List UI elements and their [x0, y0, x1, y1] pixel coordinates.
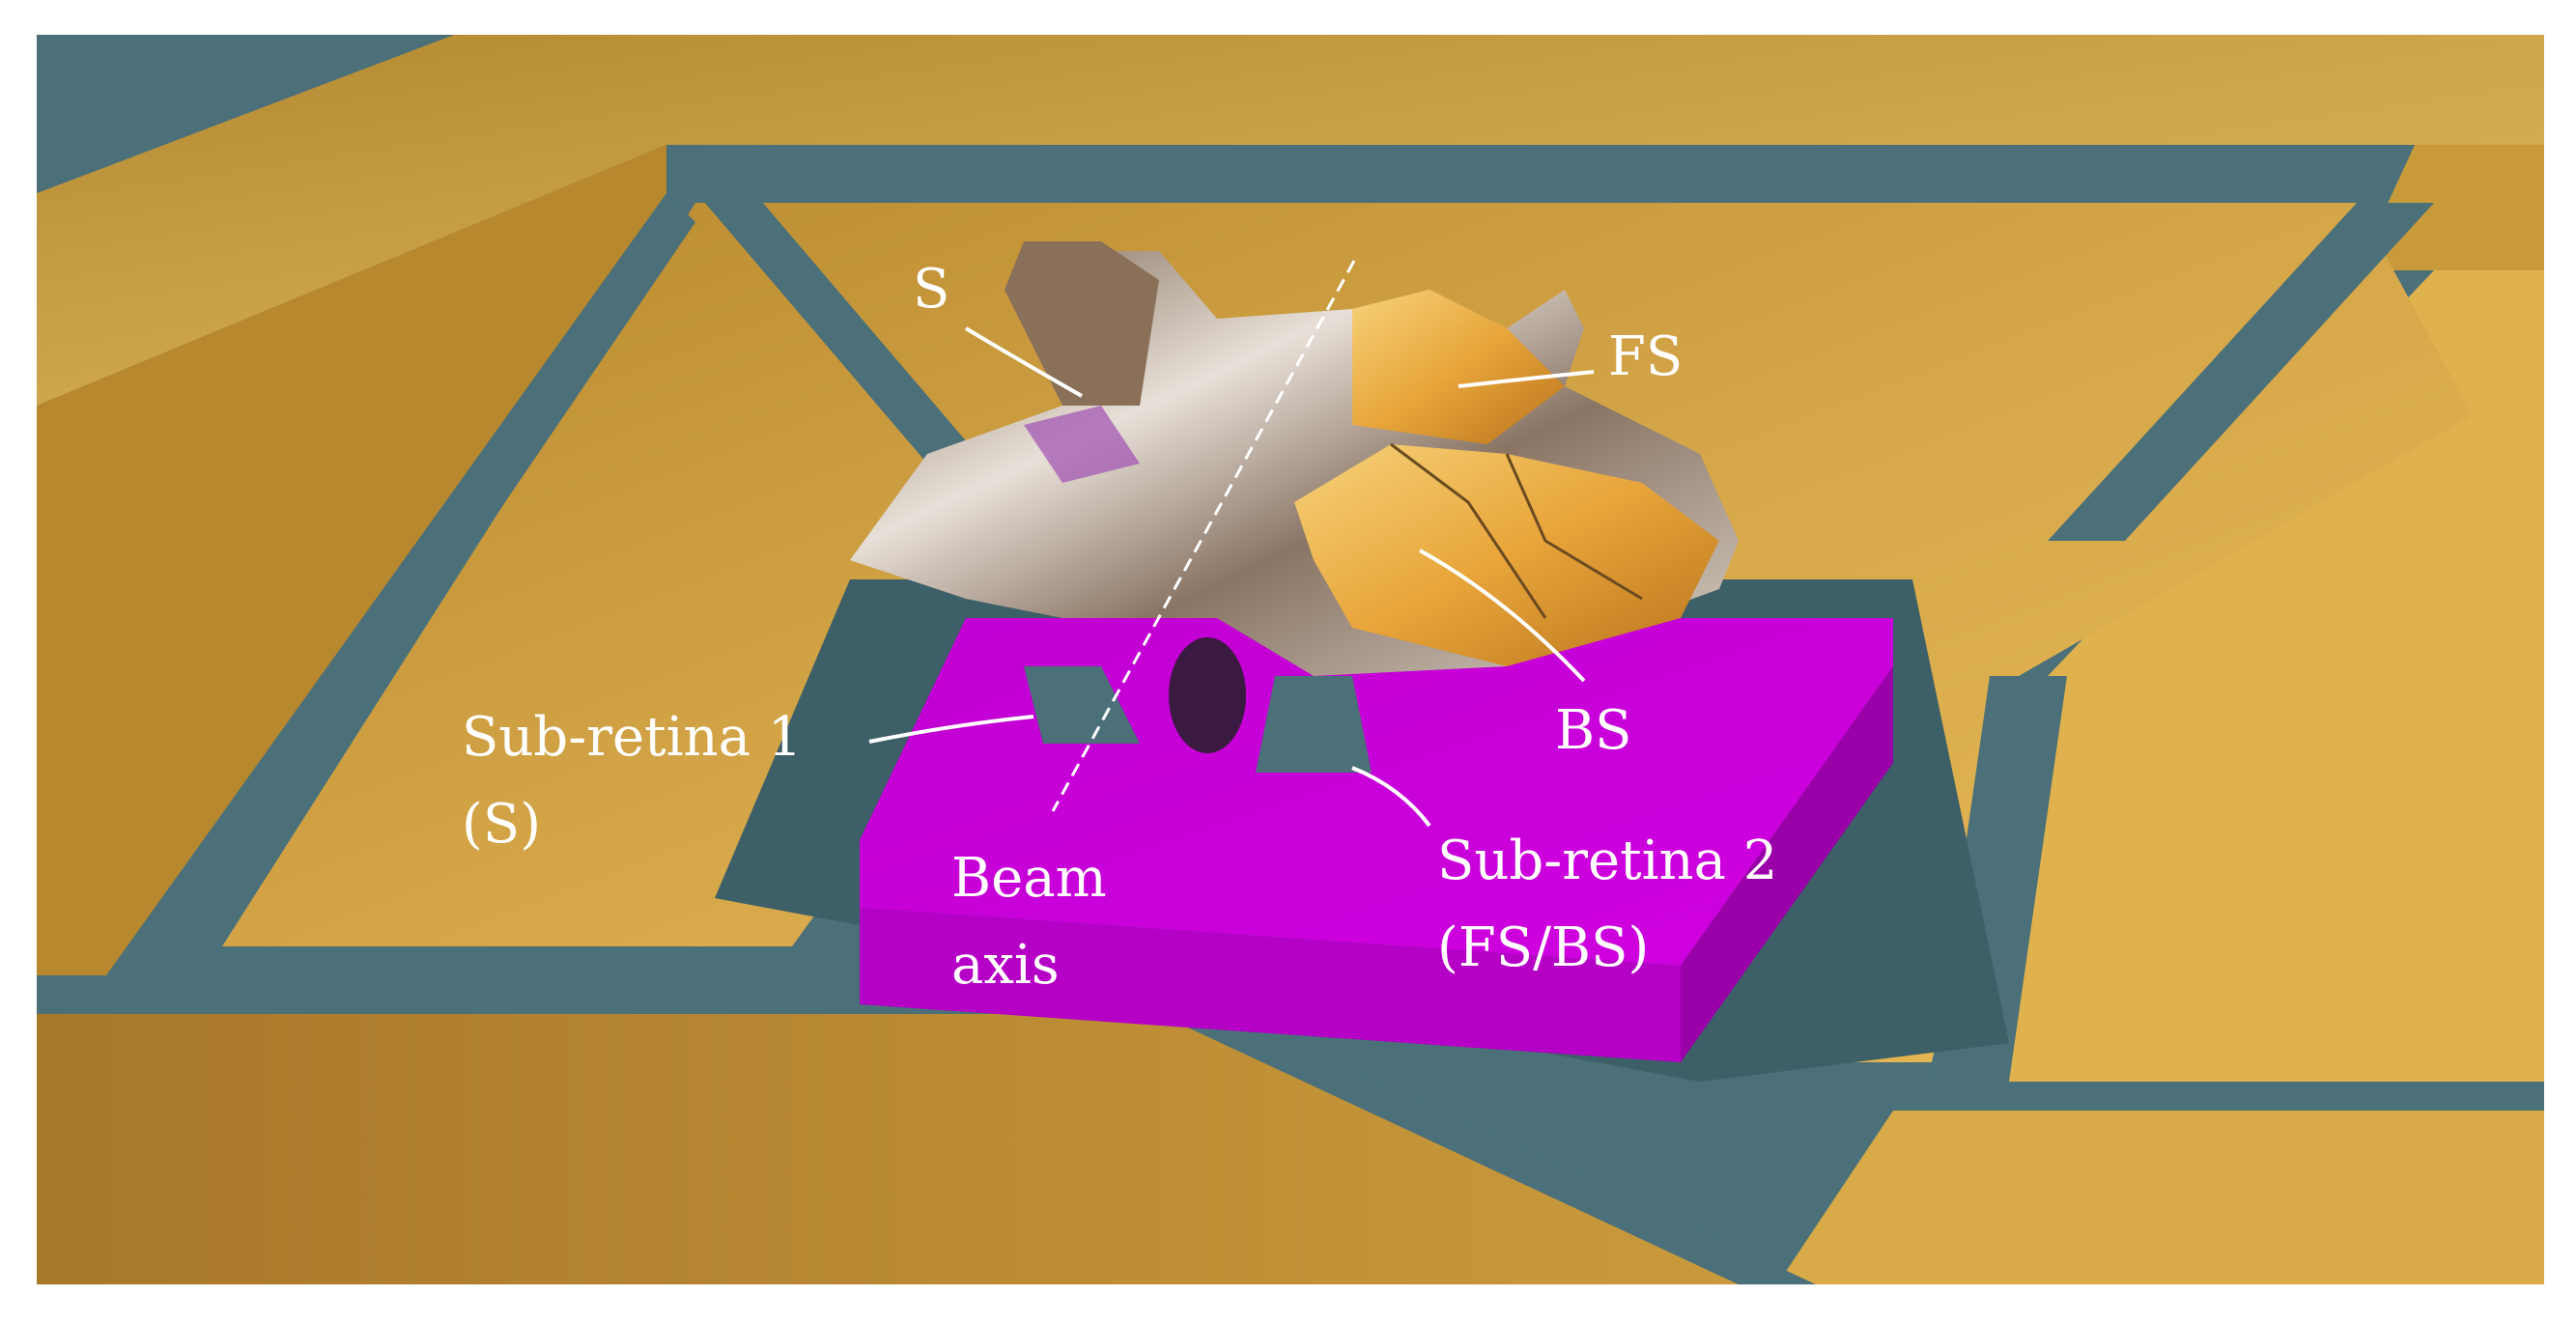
outer-gold-band-top [37, 35, 2544, 406]
sub-retina-1-slot [1024, 666, 1140, 744]
label-s: S [913, 258, 949, 321]
label-sub-retina-2-note: (FS/BS) [1437, 916, 1649, 979]
bs-facet-line [1390, 442, 1547, 619]
label-sub-retina-1: Sub-retina 1 [462, 706, 802, 769]
purple-reflection [1024, 406, 1140, 483]
s-element [1005, 241, 1159, 406]
label-sub-retina-1-note: (S) [462, 793, 541, 856]
bs-facet-line-2 [1505, 453, 1643, 601]
trench-diagonal-right [2048, 203, 2434, 541]
leader-bs [1419, 549, 1586, 683]
outer-gold-right [1990, 270, 2544, 1082]
trench-bottom-edge [1159, 1014, 1816, 1284]
trench-diagonal-left [676, 169, 985, 464]
leader-s [964, 326, 1083, 398]
center-hole [1169, 637, 1246, 753]
label-beam: Beam [951, 847, 1107, 910]
outer-gold-bottom-left [37, 1014, 1739, 1284]
label-axis: axis [951, 934, 1060, 997]
bs-element [1294, 444, 1719, 666]
outer-gold-band-right [2357, 145, 2544, 270]
sub-retina-2-slot [1256, 676, 1372, 773]
magenta-block-front [860, 908, 1681, 1062]
trench-corner [37, 35, 454, 193]
leader-fs [1458, 370, 1595, 388]
magenta-block-side [1681, 666, 1893, 1062]
leader-sub-retina-2 [1351, 766, 1431, 828]
trench-left-edge [106, 193, 695, 975]
outer-gold-left [37, 145, 666, 975]
label-sub-retina-2: Sub-retina 2 [1437, 830, 1777, 892]
beam-axis-line [1051, 260, 1356, 812]
label-fs: FS [1608, 325, 1683, 388]
label-bs: BS [1555, 699, 1632, 762]
leader-sub-retina-1 [868, 715, 1034, 744]
fs-element [1352, 290, 1565, 444]
outer-gold-bottom-right [1777, 1111, 2544, 1284]
